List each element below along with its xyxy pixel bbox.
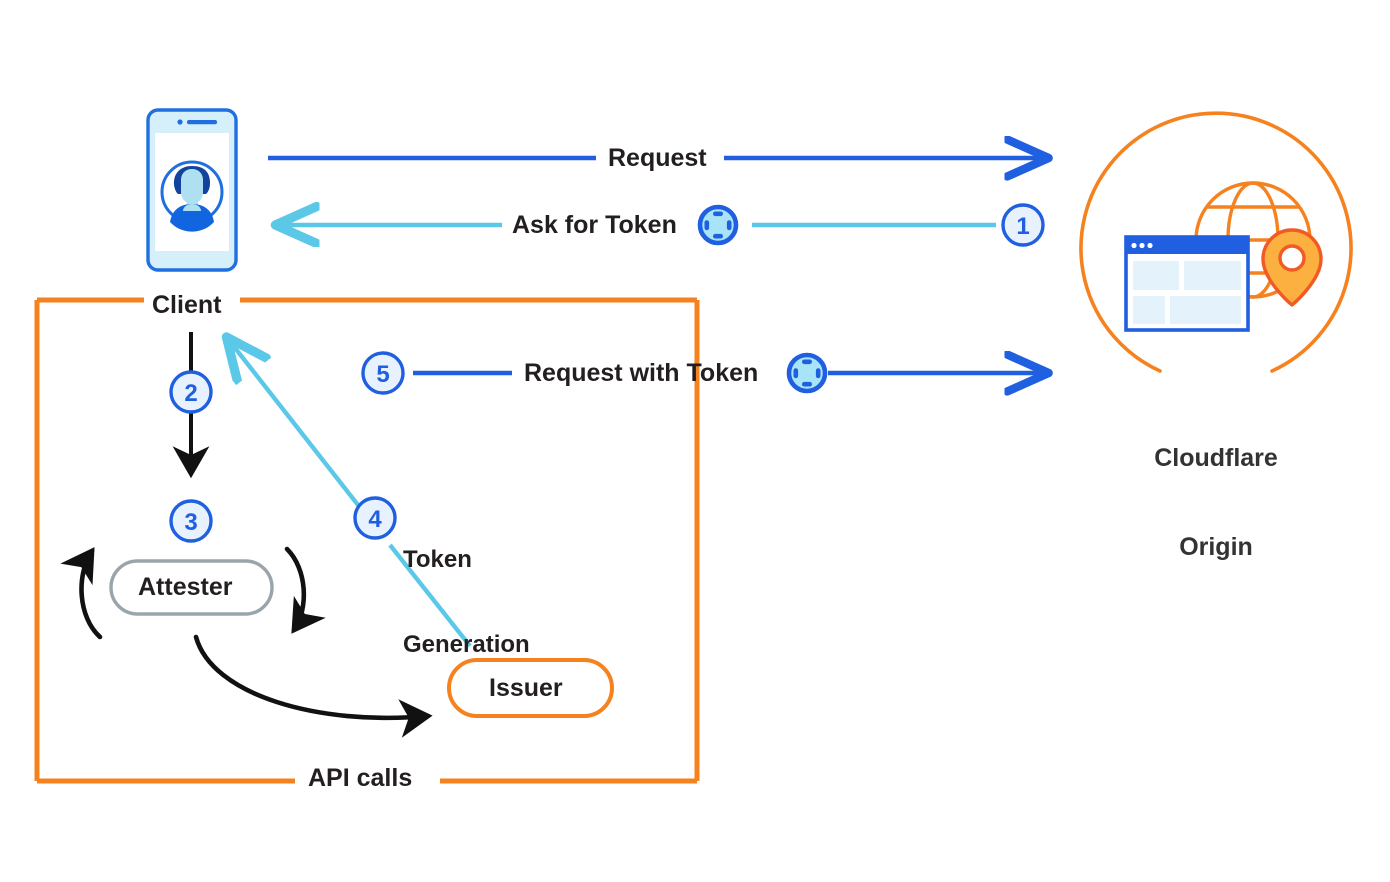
cloudflare-origin-ring	[1079, 111, 1353, 373]
cloudflare-origin-line-1: Cloudflare	[1154, 444, 1278, 472]
token-generation-line-1: Token	[403, 545, 472, 573]
token-generation-line-2: Generation	[403, 630, 530, 658]
cloudflare-origin-label: Cloudflare Origin	[1124, 385, 1308, 621]
step-badge-2-text: 2	[184, 380, 197, 407]
flow-label-request: Request	[608, 144, 707, 172]
flow-arrow-token-generation	[228, 339, 472, 648]
step-badge-1-text: 1	[1016, 213, 1029, 240]
flow-label-ask-for-token: Ask for Token	[512, 211, 677, 239]
step-badge-3: 3	[169, 499, 213, 543]
flow-arrow-attester-to-issuer	[193, 634, 433, 738]
step-badge-1: 1	[1001, 203, 1045, 247]
privacy-pass-token-icon	[786, 352, 828, 394]
client-node-label: Client	[152, 291, 222, 319]
attestation-loop-arrows	[60, 546, 326, 640]
api-calls-group-label: API calls	[308, 764, 413, 792]
step-badge-3-text: 3	[184, 509, 197, 536]
cloudflare-origin-line-2: Origin	[1179, 532, 1253, 561]
flow-label-request-with-token: Request with Token	[524, 359, 759, 387]
browser-globe-pin-icon	[1124, 181, 1323, 332]
attester-node-label: Attester	[138, 573, 233, 601]
issuer-node-label: Issuer	[489, 674, 563, 702]
mobile-phone-user-icon	[146, 108, 238, 272]
step-badge-5-text: 5	[376, 361, 389, 388]
step-badge-5: 5	[361, 351, 405, 395]
step-badge-2: 2	[169, 370, 213, 414]
api-calls-group-border	[34, 297, 700, 784]
step-badge-4-text: 4	[368, 506, 382, 533]
issuer-node	[447, 658, 614, 718]
attester-node	[109, 559, 274, 616]
flow-label-token-generation: Token Generation	[403, 489, 530, 716]
privacy-pass-token-icon	[697, 204, 739, 246]
step-badge-4: 4	[353, 496, 397, 540]
